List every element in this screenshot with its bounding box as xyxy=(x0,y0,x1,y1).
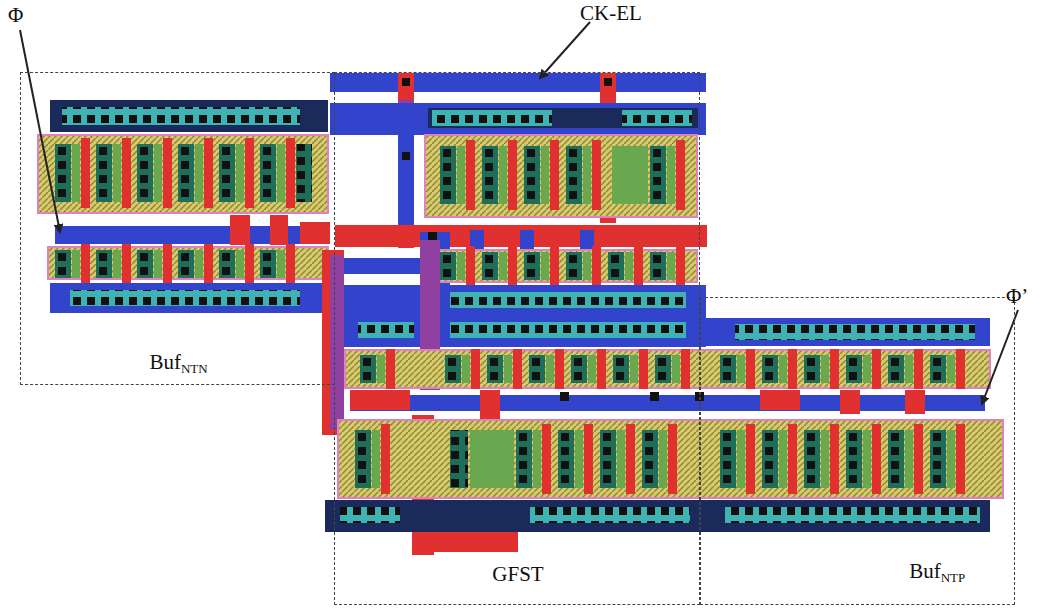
region-box: BufNTP xyxy=(700,297,1015,605)
region-label: BufNTN xyxy=(149,351,207,376)
region-label: BufNTP xyxy=(909,560,965,585)
signal-label: Φ xyxy=(6,4,25,27)
signal-label: CK-EL xyxy=(578,2,644,25)
region-box: BufNTN xyxy=(20,72,335,385)
region-box: GFST xyxy=(334,72,700,605)
region-label: GFST xyxy=(492,563,543,586)
signal-label: Φ’ xyxy=(1004,285,1030,308)
